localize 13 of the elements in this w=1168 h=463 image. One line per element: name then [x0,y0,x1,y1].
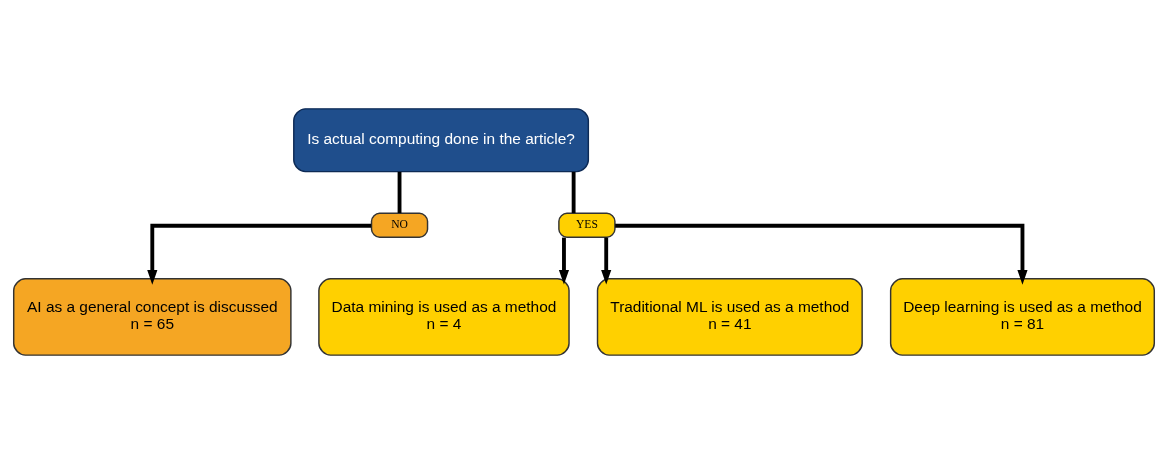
node-box: Deep learning is used as a method n = 81 [889,277,1155,356]
node-box: YES [558,211,616,238]
node-box: Data mining is used as a method n = 4 [318,277,570,356]
arrow [558,237,570,284]
arrow [147,223,372,285]
connector [397,171,402,213]
arrow [615,223,1028,285]
node-box: Is actual computing done in the article? [293,107,590,172]
node-box: NO [370,211,429,238]
arrow [601,237,612,284]
connector [571,171,576,213]
node-box: AI as a general concept is discussed n = 65 [13,277,292,356]
node-box: Traditional ML is used as a method n = 41 [596,277,863,356]
